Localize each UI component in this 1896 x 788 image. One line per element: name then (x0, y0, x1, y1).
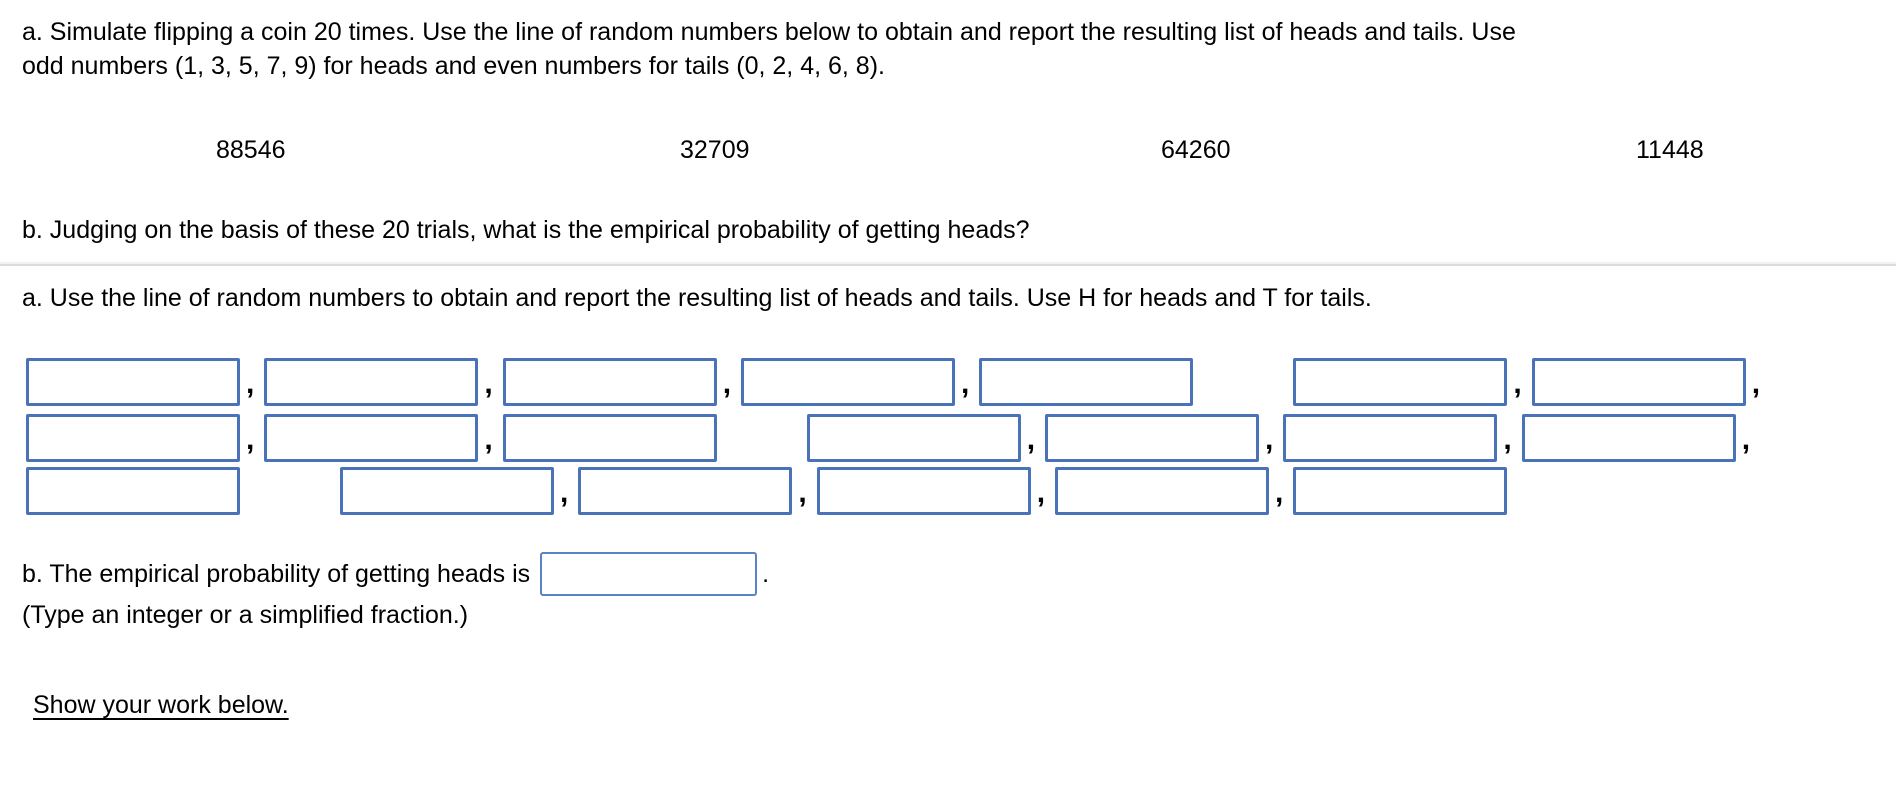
comma-separator: , (1026, 423, 1036, 456)
coin-flip-input[interactable] (1293, 467, 1508, 515)
question-a-text-line-1: a. Simulate flipping a coin 20 times. Us… (22, 18, 1516, 46)
coin-flip-input[interactable] (979, 358, 1194, 406)
coin-flip-input[interactable] (1283, 414, 1498, 462)
coin-flip-input[interactable] (340, 467, 554, 515)
random-numbers-row: 88546 32709 64260 11448 (0, 133, 1896, 167)
coin-flip-input[interactable] (1293, 358, 1508, 406)
coin-flip-input[interactable] (26, 467, 240, 515)
answer-row-3: ,,,, (26, 467, 1896, 515)
section-1: a. Simulate flipping a coin 20 times. Us… (22, 0, 1896, 83)
answer-format-hint: (Type an integer or a simplified fractio… (22, 601, 469, 629)
coin-flip-input[interactable] (264, 414, 479, 462)
comma-separator: , (1513, 367, 1522, 400)
coin-flip-input[interactable] (741, 358, 956, 406)
section-divider (0, 264, 1896, 266)
group-gap (240, 514, 340, 515)
answer-question-a-text: a. Use the line of random numbers to obt… (22, 284, 1372, 312)
comma-separator: , (1036, 476, 1046, 509)
comma-separator: , (1265, 423, 1274, 456)
comma-separator: , (1503, 423, 1512, 456)
coin-flip-input[interactable] (1045, 414, 1260, 462)
comma-separator: , (798, 476, 807, 509)
coin-flip-input[interactable] (1531, 358, 1746, 406)
coin-flip-input[interactable] (1521, 414, 1736, 462)
coin-flip-input[interactable] (26, 414, 240, 462)
comma-separator: , (1741, 423, 1751, 456)
comma-separator: , (1275, 476, 1284, 509)
comma-separator: , (722, 367, 732, 400)
comma-separator: , (961, 367, 970, 400)
coin-flip-answer-rows: ,,,,,, ,,,,,, ,,,, (26, 358, 1896, 515)
random-number-3: 64260 (1161, 136, 1231, 164)
show-your-work-label: Show your work below. (33, 691, 289, 719)
comma-separator: , (484, 367, 493, 400)
coin-flip-input[interactable] (1055, 467, 1270, 515)
group-gap (717, 461, 807, 462)
coin-flip-input[interactable] (806, 414, 1021, 462)
question-b-text: b. Judging on the basis of these 20 tria… (22, 216, 1030, 244)
answer-row-1: ,,,,,, (26, 358, 1896, 406)
comma-separator: , (246, 367, 255, 400)
question-a-text-line-2: odd numbers (1, 3, 5, 7, 9) for heads an… (22, 52, 885, 80)
probability-input[interactable] (540, 552, 758, 596)
coin-flip-input[interactable] (578, 467, 793, 515)
comma-separator: , (246, 423, 255, 456)
comma-separator: , (560, 476, 569, 509)
coin-flip-input[interactable] (264, 358, 479, 406)
random-number-1: 88546 (216, 136, 286, 164)
coin-flip-input[interactable] (502, 358, 717, 406)
comma-separator: , (1751, 367, 1761, 400)
probability-answer-line: b. The empirical probability of getting … (22, 552, 1896, 596)
random-number-2: 32709 (680, 136, 750, 164)
group-gap (1193, 405, 1293, 406)
answer-row-2: ,,,,,, (26, 414, 1896, 462)
comma-separator: , (484, 423, 493, 456)
probability-question-prefix: b. The empirical probability of getting … (22, 560, 531, 588)
coin-flip-input[interactable] (502, 414, 717, 462)
probability-question-suffix: . (762, 559, 770, 588)
coin-flip-input[interactable] (816, 467, 1031, 515)
random-number-4: 11448 (1636, 136, 1704, 164)
coin-flip-input[interactable] (26, 358, 240, 406)
